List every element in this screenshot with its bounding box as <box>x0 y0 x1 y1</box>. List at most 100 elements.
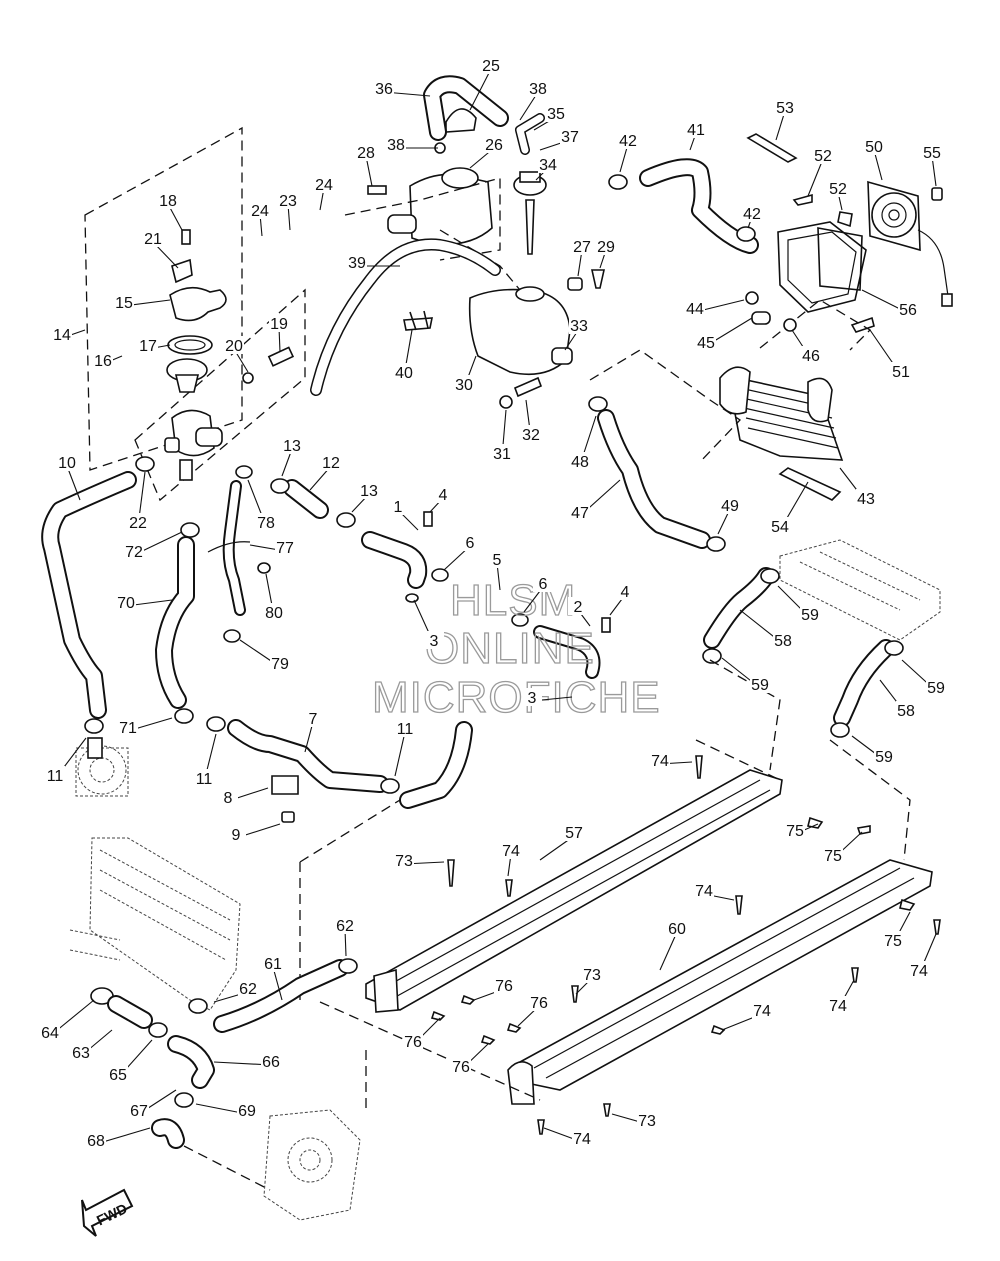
fan-50 <box>867 180 953 307</box>
callout-number: 64 <box>41 1025 59 1042</box>
callout-bg <box>529 993 549 1011</box>
callout-number: 58 <box>774 633 792 650</box>
callout-bg <box>481 56 501 74</box>
callout-bg <box>460 533 480 551</box>
callout-bg <box>596 237 616 255</box>
callout-number: 9 <box>232 827 241 844</box>
pads-51-52 <box>792 193 875 333</box>
callout-number: 77 <box>276 540 294 557</box>
callout-bg <box>403 1032 423 1050</box>
callout-number: 74 <box>695 883 713 900</box>
bracket-40 <box>403 310 433 331</box>
thermostat-parts <box>164 229 295 481</box>
callout-bg <box>356 143 376 161</box>
callout-number: 11 <box>47 768 64 785</box>
callout-number: 59 <box>927 680 945 697</box>
callout-number: 4 <box>439 487 448 504</box>
callout-bg <box>218 788 238 806</box>
callout-number: 74 <box>829 998 847 1015</box>
callout-bg <box>40 1023 60 1041</box>
callout-bg <box>694 881 714 899</box>
callout-bg <box>570 503 590 521</box>
clamps-11 <box>206 716 400 794</box>
callout-bg <box>686 120 706 138</box>
callout-bg <box>813 146 833 164</box>
callout-bg <box>303 709 323 727</box>
callout-bg <box>269 314 289 332</box>
clamp-11-left <box>84 718 104 734</box>
callout-number: 49 <box>721 498 739 515</box>
callout-number: 38 <box>529 81 547 98</box>
callout-bg <box>256 513 276 531</box>
thermostat-assembly-box <box>84 126 306 502</box>
callout-number: 45 <box>697 335 715 352</box>
callout-number: 35 <box>547 106 565 123</box>
callout-bg <box>874 747 894 765</box>
callout-bg <box>572 1129 592 1147</box>
callout-number: 76 <box>452 1059 470 1076</box>
hose-58-lower <box>833 639 895 727</box>
callout-number: 66 <box>262 1054 280 1071</box>
callout-number: 53 <box>776 100 794 117</box>
callout-number: 79 <box>271 656 289 673</box>
callout-bg <box>828 996 848 1014</box>
fasteners-73-76 <box>430 755 941 1135</box>
callout-bg <box>270 654 290 672</box>
callout-number: 29 <box>597 239 615 256</box>
clamps-62 <box>188 958 358 1014</box>
callout-number: 76 <box>495 978 513 995</box>
callout-bg <box>124 542 144 560</box>
callout-number: 68 <box>87 1133 105 1150</box>
callout-bg <box>264 603 284 621</box>
callout-number: 73 <box>395 853 413 870</box>
callout-number: 26 <box>485 137 503 154</box>
callout-bg <box>667 919 687 937</box>
callout-bg <box>128 513 148 531</box>
pipe-2 <box>533 617 611 679</box>
callout-bg <box>359 481 379 499</box>
callout-number: 63 <box>72 1045 90 1062</box>
callout-number: 54 <box>771 519 789 536</box>
callout-bg <box>138 336 158 354</box>
callout-bg <box>891 362 911 380</box>
callout-bg <box>615 582 635 600</box>
callout-bg <box>570 452 590 470</box>
callout-number: 47 <box>571 505 589 522</box>
callout-bg <box>487 550 507 568</box>
callout-bg <box>261 1052 281 1070</box>
clamp-22 <box>135 456 155 472</box>
callout-bg <box>864 137 884 155</box>
callout-bg <box>263 954 283 972</box>
callout-bg <box>742 204 762 222</box>
callout-number: 69 <box>238 1103 256 1120</box>
callout-number: 50 <box>865 139 883 156</box>
callout-number: 51 <box>892 364 910 381</box>
callout-number: 74 <box>651 753 669 770</box>
callout-bg <box>501 841 521 859</box>
callout-bg <box>522 688 542 706</box>
hose-41 <box>639 158 759 254</box>
pipe-elbow <box>399 721 473 809</box>
callout-bg <box>386 135 406 153</box>
callout-number: 42 <box>743 206 761 223</box>
callout-bg <box>433 485 453 503</box>
callout-number: 37 <box>561 129 579 146</box>
callout-bg <box>143 229 163 247</box>
callout-bg <box>770 517 790 535</box>
callout-number: 52 <box>829 181 847 198</box>
callout-number: 74 <box>910 963 928 980</box>
strip-54 <box>778 467 842 501</box>
callout-number: 4 <box>621 584 630 601</box>
callout-number: 74 <box>573 1131 591 1148</box>
callout-bg <box>224 336 244 354</box>
callout-bg <box>321 453 341 471</box>
callout-bg <box>114 293 134 311</box>
clamps-78-80 <box>223 465 271 643</box>
leader-line <box>807 158 824 197</box>
callout-number: 22 <box>129 515 147 532</box>
callout-number: 56 <box>899 302 917 319</box>
callout-bg <box>194 769 214 787</box>
callout-bg <box>347 253 367 271</box>
callout-bg <box>538 155 558 173</box>
callout-bg <box>424 631 444 649</box>
